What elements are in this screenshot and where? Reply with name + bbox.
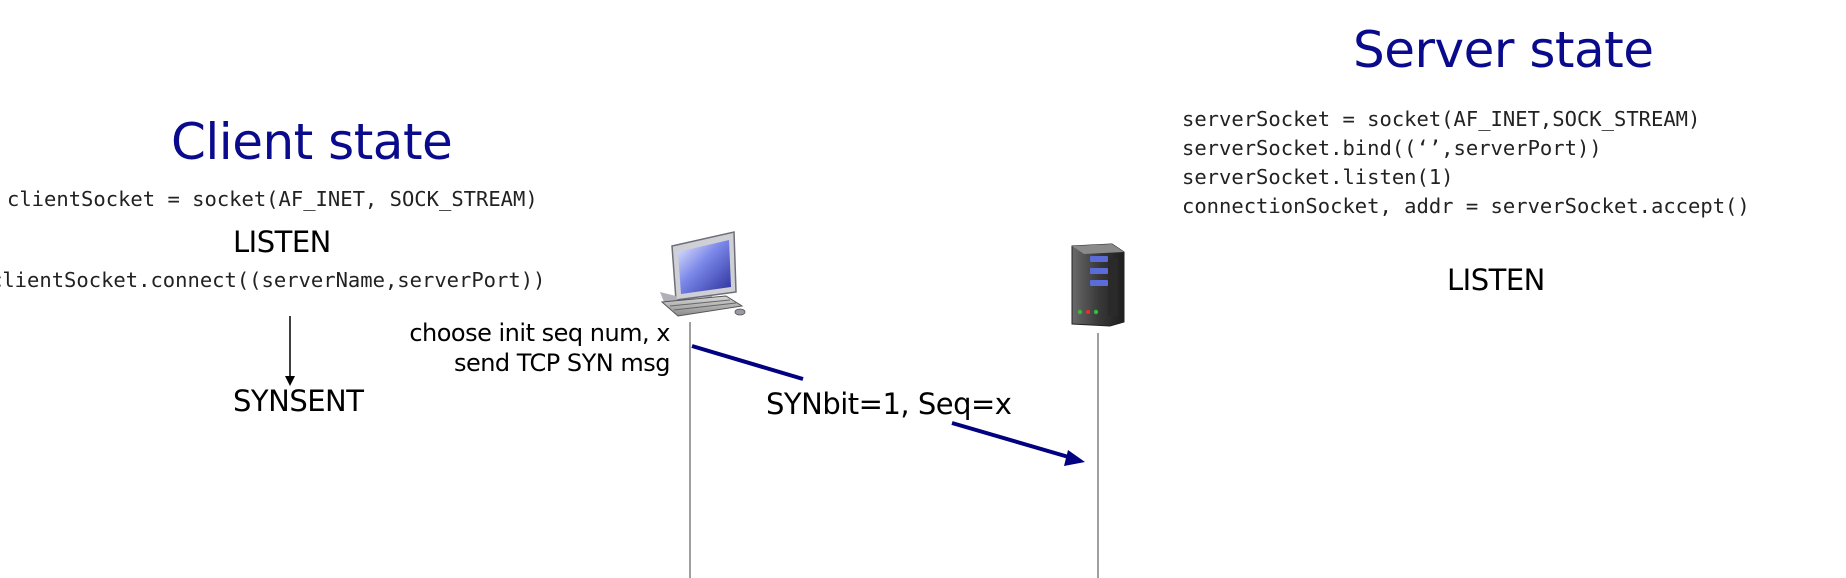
client-state-synsent: SYNSENT	[233, 384, 364, 418]
server-code-line: serverSocket = socket(AF_INET,SOCK_STREA…	[1182, 107, 1701, 131]
client-state-listen: LISTEN	[233, 225, 331, 259]
desktop-computer-icon	[660, 231, 746, 317]
listen-to-synsent-arrow	[285, 316, 295, 386]
server-code-line: serverSocket.listen(1)	[1182, 165, 1454, 189]
client-action-line-2: send TCP SYN msg	[453, 349, 671, 377]
server-code-line: serverSocket.bind((‘’,serverPort))	[1182, 136, 1602, 160]
client-socket-code: clientSocket = socket(AF_INET, SOCK_STRE…	[7, 187, 538, 211]
syn-message-label: SYNbit=1, Seq=x	[766, 387, 1012, 421]
server-code-line: connectionSocket, addr = serverSocket.ac…	[1182, 194, 1750, 218]
syn-message-arrow	[691, 344, 1085, 466]
server-tower-icon	[1071, 243, 1125, 327]
server-state-listen: LISTEN	[1447, 263, 1545, 297]
server-state-title: Server state	[1353, 21, 1654, 79]
client-action-line-1: choose init seq num, x	[409, 319, 670, 347]
client-state-title: Client state	[171, 113, 453, 171]
client-connect-code: clientSocket.connect((serverName,serverP…	[0, 268, 546, 292]
